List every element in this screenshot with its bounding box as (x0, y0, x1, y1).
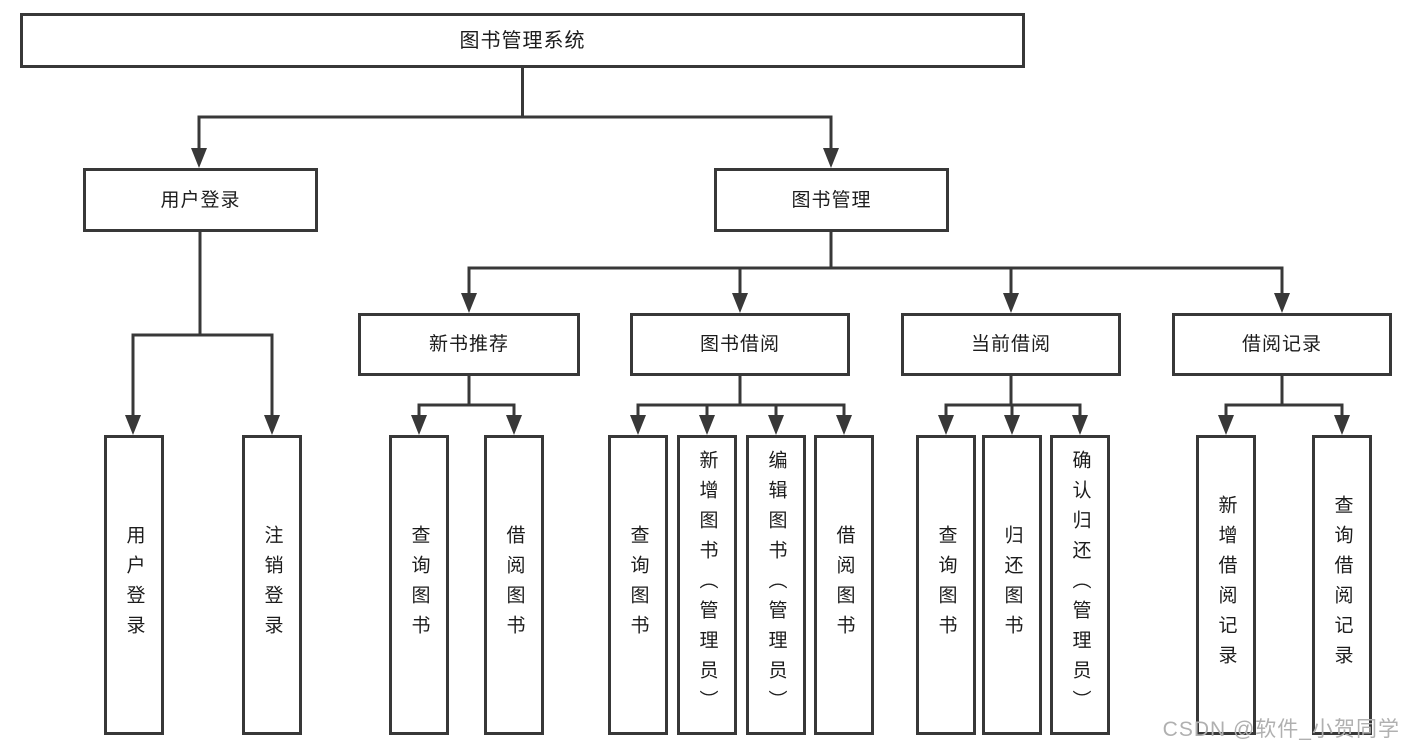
leaf-borrow-add-book-admin: 新增图书（管理员） (677, 435, 737, 735)
leaf-records-query-record: 查询借阅记录 (1312, 435, 1372, 735)
leaf-borrow-edit-book-admin-label: 编辑图书（管理员） (765, 450, 787, 720)
leaf-logout-label: 注销登录 (261, 525, 283, 645)
leaf-borrow-borrow-book-label: 借阅图书 (833, 525, 855, 645)
leaf-records-add-record: 新增借阅记录 (1196, 435, 1256, 735)
leaf-recommend-borrow-book-label: 借阅图书 (503, 525, 525, 645)
leaf-current-query-book-label: 查询图书 (935, 525, 957, 645)
node-book-management: 图书管理 (714, 168, 949, 232)
leaf-current-confirm-return-admin-label: 确认归还（管理员） (1069, 450, 1091, 720)
leaf-recommend-borrow-book: 借阅图书 (484, 435, 544, 735)
node-root: 图书管理系统 (20, 13, 1025, 68)
leaf-borrow-borrow-book: 借阅图书 (814, 435, 874, 735)
node-current-borrow: 当前借阅 (901, 313, 1121, 376)
leaf-user-login: 用户登录 (104, 435, 164, 735)
node-book-borrow: 图书借阅 (630, 313, 850, 376)
csdn-watermark: CSDN @软件_小贺同学 (1162, 718, 1400, 741)
leaf-borrow-edit-book-admin: 编辑图书（管理员） (746, 435, 806, 735)
leaf-logout: 注销登录 (242, 435, 302, 735)
leaf-borrow-add-book-admin-label: 新增图书（管理员） (696, 450, 718, 720)
leaf-records-query-record-label: 查询借阅记录 (1331, 495, 1353, 675)
leaf-current-confirm-return-admin: 确认归还（管理员） (1050, 435, 1110, 735)
leaf-recommend-query-book: 查询图书 (389, 435, 449, 735)
leaf-records-add-record-label: 新增借阅记录 (1215, 495, 1237, 675)
leaf-recommend-query-book-label: 查询图书 (408, 525, 430, 645)
node-borrow-records: 借阅记录 (1172, 313, 1392, 376)
node-new-book-recommend: 新书推荐 (358, 313, 580, 376)
leaf-current-return-book-label: 归还图书 (1001, 525, 1023, 645)
leaf-current-query-book: 查询图书 (916, 435, 976, 735)
leaf-borrow-query-book: 查询图书 (608, 435, 668, 735)
leaf-user-login-label: 用户登录 (123, 525, 145, 645)
leaf-current-return-book: 归还图书 (982, 435, 1042, 735)
leaf-borrow-query-book-label: 查询图书 (627, 525, 649, 645)
node-user-login: 用户登录 (83, 168, 318, 232)
